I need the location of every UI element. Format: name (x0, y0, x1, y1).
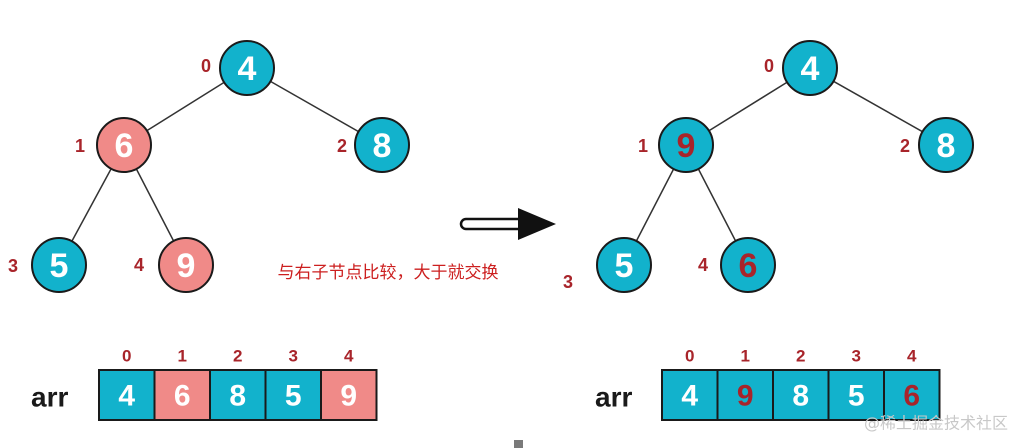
tree-node: 64 (698, 237, 776, 293)
tree-edge (833, 80, 923, 133)
array-cell-value: 6 (174, 380, 191, 413)
node-index-label: 3 (8, 256, 18, 276)
node-circle (219, 40, 275, 96)
array-cell: 53 (264, 347, 322, 421)
tree-node: 82 (337, 117, 410, 173)
node-value: 4 (238, 50, 257, 88)
node-index-label: 1 (638, 136, 648, 156)
node-index-label: 2 (337, 136, 347, 156)
array-cell-value: 9 (737, 380, 754, 413)
array-cell: 53 (827, 347, 885, 421)
array-cell-box (264, 369, 322, 421)
transition-arrow-icon (459, 208, 556, 240)
array-cell: 40 (661, 347, 719, 421)
array-cell-value: 4 (118, 380, 135, 413)
array-cell-index: 4 (344, 347, 354, 366)
array-cell-box (209, 369, 267, 421)
array-cell: 64 (883, 347, 941, 421)
node-circle (96, 117, 152, 173)
node-circle (354, 117, 410, 173)
array-cell-index: 1 (741, 347, 750, 366)
array-cell-index: 1 (178, 347, 187, 366)
node-value: 9 (177, 247, 196, 285)
node-value: 8 (937, 127, 956, 165)
tree-edge (635, 168, 675, 242)
tree-edge (697, 168, 737, 242)
tree-edge (135, 168, 175, 242)
array-label: arr (595, 382, 632, 413)
array-cell: 91 (716, 347, 774, 421)
array-cell-index: 4 (907, 347, 917, 366)
array-cell-index: 3 (289, 347, 298, 366)
node-index-label: 0 (201, 56, 211, 76)
scroll-marker (514, 440, 523, 448)
node-index-label: 4 (698, 255, 708, 275)
array-cell-value: 5 (848, 380, 865, 413)
tree-node: 91 (638, 117, 714, 173)
array-cell-value: 6 (903, 380, 920, 413)
array-cell-value: 5 (285, 380, 302, 413)
array-cell-box (98, 369, 156, 421)
tree-node: 94 (134, 237, 214, 293)
array-cell-box (883, 369, 941, 421)
array-cell-value: 9 (340, 380, 357, 413)
array-cell: 82 (772, 347, 830, 421)
node-index-label: 3 (563, 272, 573, 292)
array-cell-index: 3 (852, 347, 861, 366)
node-value: 6 (739, 247, 758, 285)
node-circle (720, 237, 776, 293)
node-value: 5 (615, 247, 634, 285)
tree-edge (146, 81, 225, 132)
node-value: 6 (115, 127, 134, 165)
node-circle (158, 237, 214, 293)
array-cell-index: 0 (122, 347, 131, 366)
node-circle (596, 237, 652, 293)
node-circle (31, 237, 87, 293)
tree-edge (708, 81, 788, 132)
node-index-label: 0 (764, 56, 774, 76)
node-index-label: 1 (75, 136, 85, 156)
tree-node: 40 (764, 40, 838, 96)
array-cell: 82 (209, 347, 267, 421)
array-cell: 61 (153, 347, 211, 421)
array-label: arr (31, 382, 68, 413)
array-cell-box (716, 369, 774, 421)
tree-node: 61 (75, 117, 152, 173)
array-cell-box (153, 369, 211, 421)
array-cell: 94 (320, 347, 378, 421)
node-value: 4 (801, 50, 820, 88)
tree-node: 40 (201, 40, 275, 96)
array-cell: 40 (98, 347, 156, 421)
array-cell-index: 0 (685, 347, 694, 366)
array-cell-value: 8 (792, 380, 809, 413)
tree-node: 53 (563, 237, 652, 293)
node-circle (658, 117, 714, 173)
array-cell-value: 4 (681, 380, 698, 413)
array-cell-box (661, 369, 719, 421)
array-cell-index: 2 (796, 347, 805, 366)
tree-edge (270, 80, 359, 133)
tree-edge (71, 168, 112, 242)
array-cell-box (772, 369, 830, 421)
node-value: 5 (50, 247, 69, 285)
node-index-label: 4 (134, 255, 144, 275)
node-value: 9 (677, 127, 696, 165)
array-cell-value: 8 (229, 380, 246, 413)
array-cell-index: 2 (233, 347, 242, 366)
tree-node: 82 (900, 117, 974, 173)
tree-node: 53 (8, 237, 87, 293)
node-circle (782, 40, 838, 96)
node-value: 8 (373, 127, 392, 165)
node-index-label: 2 (900, 136, 910, 156)
caption-text: 与右子节点比较，大于就交换 (278, 263, 499, 283)
array-cell-box (320, 369, 378, 421)
watermark-text: @稀土掘金技术社区 (864, 414, 1008, 433)
node-circle (918, 117, 974, 173)
